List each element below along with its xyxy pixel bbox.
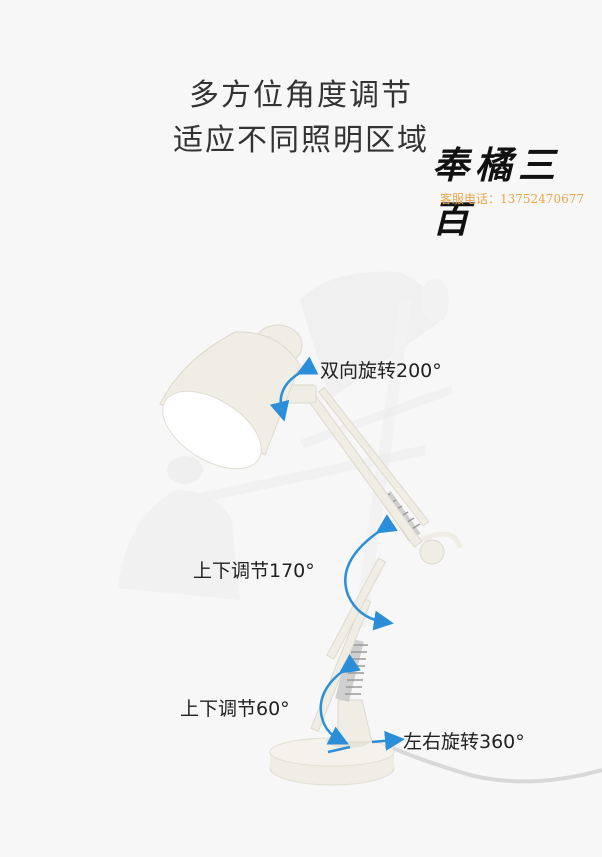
head-rotation-arrow bbox=[269, 356, 319, 422]
brand-watermark: 奉橘三百 bbox=[432, 143, 561, 241]
arm-tilt-label: 上下调节170° bbox=[193, 560, 315, 582]
lamp-shade bbox=[159, 324, 303, 470]
power-cord bbox=[392, 746, 602, 784]
base-tilt-arrow bbox=[319, 654, 361, 745]
base-rotation-label: 左右旋转360° bbox=[403, 731, 525, 753]
base-rotation-arrow bbox=[327, 740, 395, 752]
base-tilt-label: 上下调节60° bbox=[180, 698, 290, 720]
headline-line-1: 多方位角度调节 bbox=[189, 78, 413, 113]
head-rotation-label: 双向旋转200° bbox=[320, 360, 442, 382]
contact-phone: 客服电话：13752470677 bbox=[440, 192, 584, 206]
headline-line-2: 适应不同照明区域 bbox=[173, 123, 429, 158]
arm-tilt-arrow bbox=[344, 514, 398, 631]
